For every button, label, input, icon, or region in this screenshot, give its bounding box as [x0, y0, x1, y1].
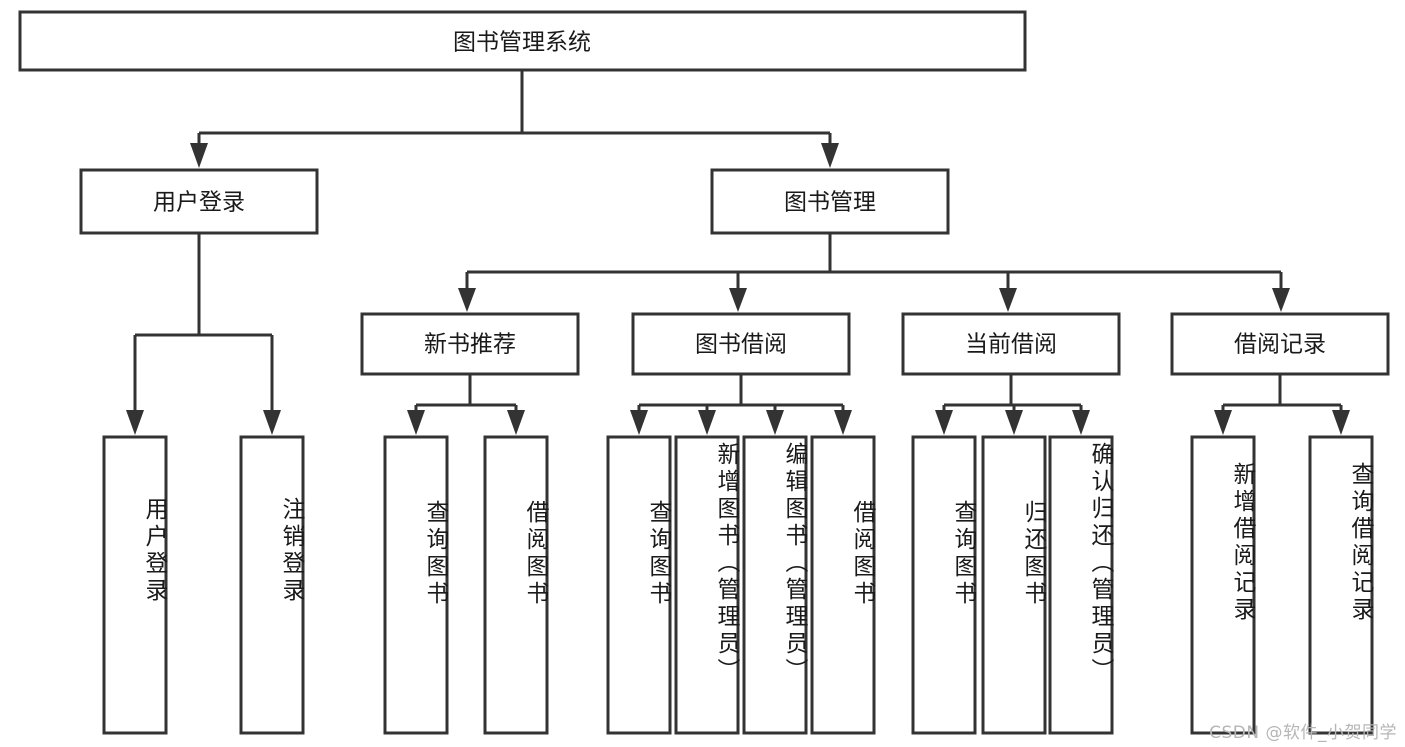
- label-layer: 图书管理系统 用户登录 图书管理 新书推荐 图书借阅 当前借阅 借阅记录: [153, 30, 1326, 358]
- node-layer: [18, 10, 1390, 735]
- node-borrow-record-label: 借阅记录: [1234, 332, 1326, 358]
- node-root-label: 图书管理系统: [453, 30, 591, 56]
- node-new-book-rec-box[interactable]: [360, 312, 580, 376]
- node-book-mgmt-label: 图书管理: [784, 190, 876, 216]
- node-current-borrow-box[interactable]: [901, 312, 1121, 376]
- node-leaf-query-record-box[interactable]: [1308, 435, 1374, 735]
- node-book-borrow-box[interactable]: [631, 312, 851, 376]
- arrowhead-leaf-add-book: [698, 410, 716, 435]
- node-leaf-return-book-box[interactable]: [981, 435, 1047, 735]
- node-new-book-rec-label: 新书推荐: [424, 332, 516, 358]
- node-leaf-borrow-book-1-box[interactable]: [483, 435, 549, 735]
- node-leaf-user-logout-box[interactable]: [239, 435, 305, 735]
- arrowhead-leaf-user-login: [126, 410, 144, 435]
- node-current-borrow-label: 当前借阅: [965, 332, 1057, 358]
- arrowhead-leaf-query-book-3: [935, 410, 953, 435]
- arrowhead-leaf-add-record: [1214, 410, 1232, 435]
- arrowhead-leaf-borrow-book-2: [834, 410, 852, 435]
- node-borrow-record-box[interactable]: [1170, 312, 1390, 376]
- arrowhead-leaf-query-book-2: [630, 410, 648, 435]
- connector-layer: [126, 70, 1350, 435]
- node-book-mgmt-box[interactable]: [710, 168, 950, 235]
- arrowhead-leaf-query-record: [1332, 410, 1350, 435]
- arrowhead-leaf-confirm-return: [1072, 410, 1090, 435]
- node-leaf-confirm-return-box[interactable]: [1048, 435, 1114, 735]
- node-leaf-edit-book-box[interactable]: [742, 435, 808, 735]
- arrowhead-leaf-edit-book: [766, 410, 784, 435]
- node-leaf-borrow-book-2-box[interactable]: [810, 435, 876, 735]
- node-user-login-label: 用户登录: [153, 190, 245, 216]
- node-leaf-add-record-box[interactable]: [1190, 435, 1256, 735]
- node-leaf-add-book-box[interactable]: [674, 435, 740, 735]
- arrowhead-borrow-record: [1272, 288, 1290, 312]
- node-root-box[interactable]: [18, 10, 1027, 72]
- arrowhead-user-login: [190, 143, 208, 168]
- node-leaf-query-book-3-box[interactable]: [911, 435, 977, 735]
- arrowhead-current-borrow: [999, 288, 1017, 312]
- arrowhead-new-book-rec: [458, 288, 476, 312]
- arrowhead-leaf-query-book-1: [407, 410, 425, 435]
- node-leaf-user-login-box[interactable]: [102, 435, 168, 735]
- arrowhead-leaf-borrow-book-1: [507, 410, 525, 435]
- arrowhead-leaf-return-book: [1005, 410, 1023, 435]
- watermark-text: CSDN @软件_小贺同学: [1209, 723, 1397, 743]
- node-book-borrow-label: 图书借阅: [695, 332, 787, 358]
- node-user-login-box[interactable]: [79, 168, 319, 235]
- arrowhead-book-borrow: [729, 288, 747, 312]
- arrowhead-book-mgmt: [821, 143, 839, 168]
- node-leaf-query-book-2-box[interactable]: [606, 435, 672, 735]
- node-leaf-query-book-1-box[interactable]: [383, 435, 449, 735]
- arrowhead-leaf-user-logout: [263, 410, 281, 435]
